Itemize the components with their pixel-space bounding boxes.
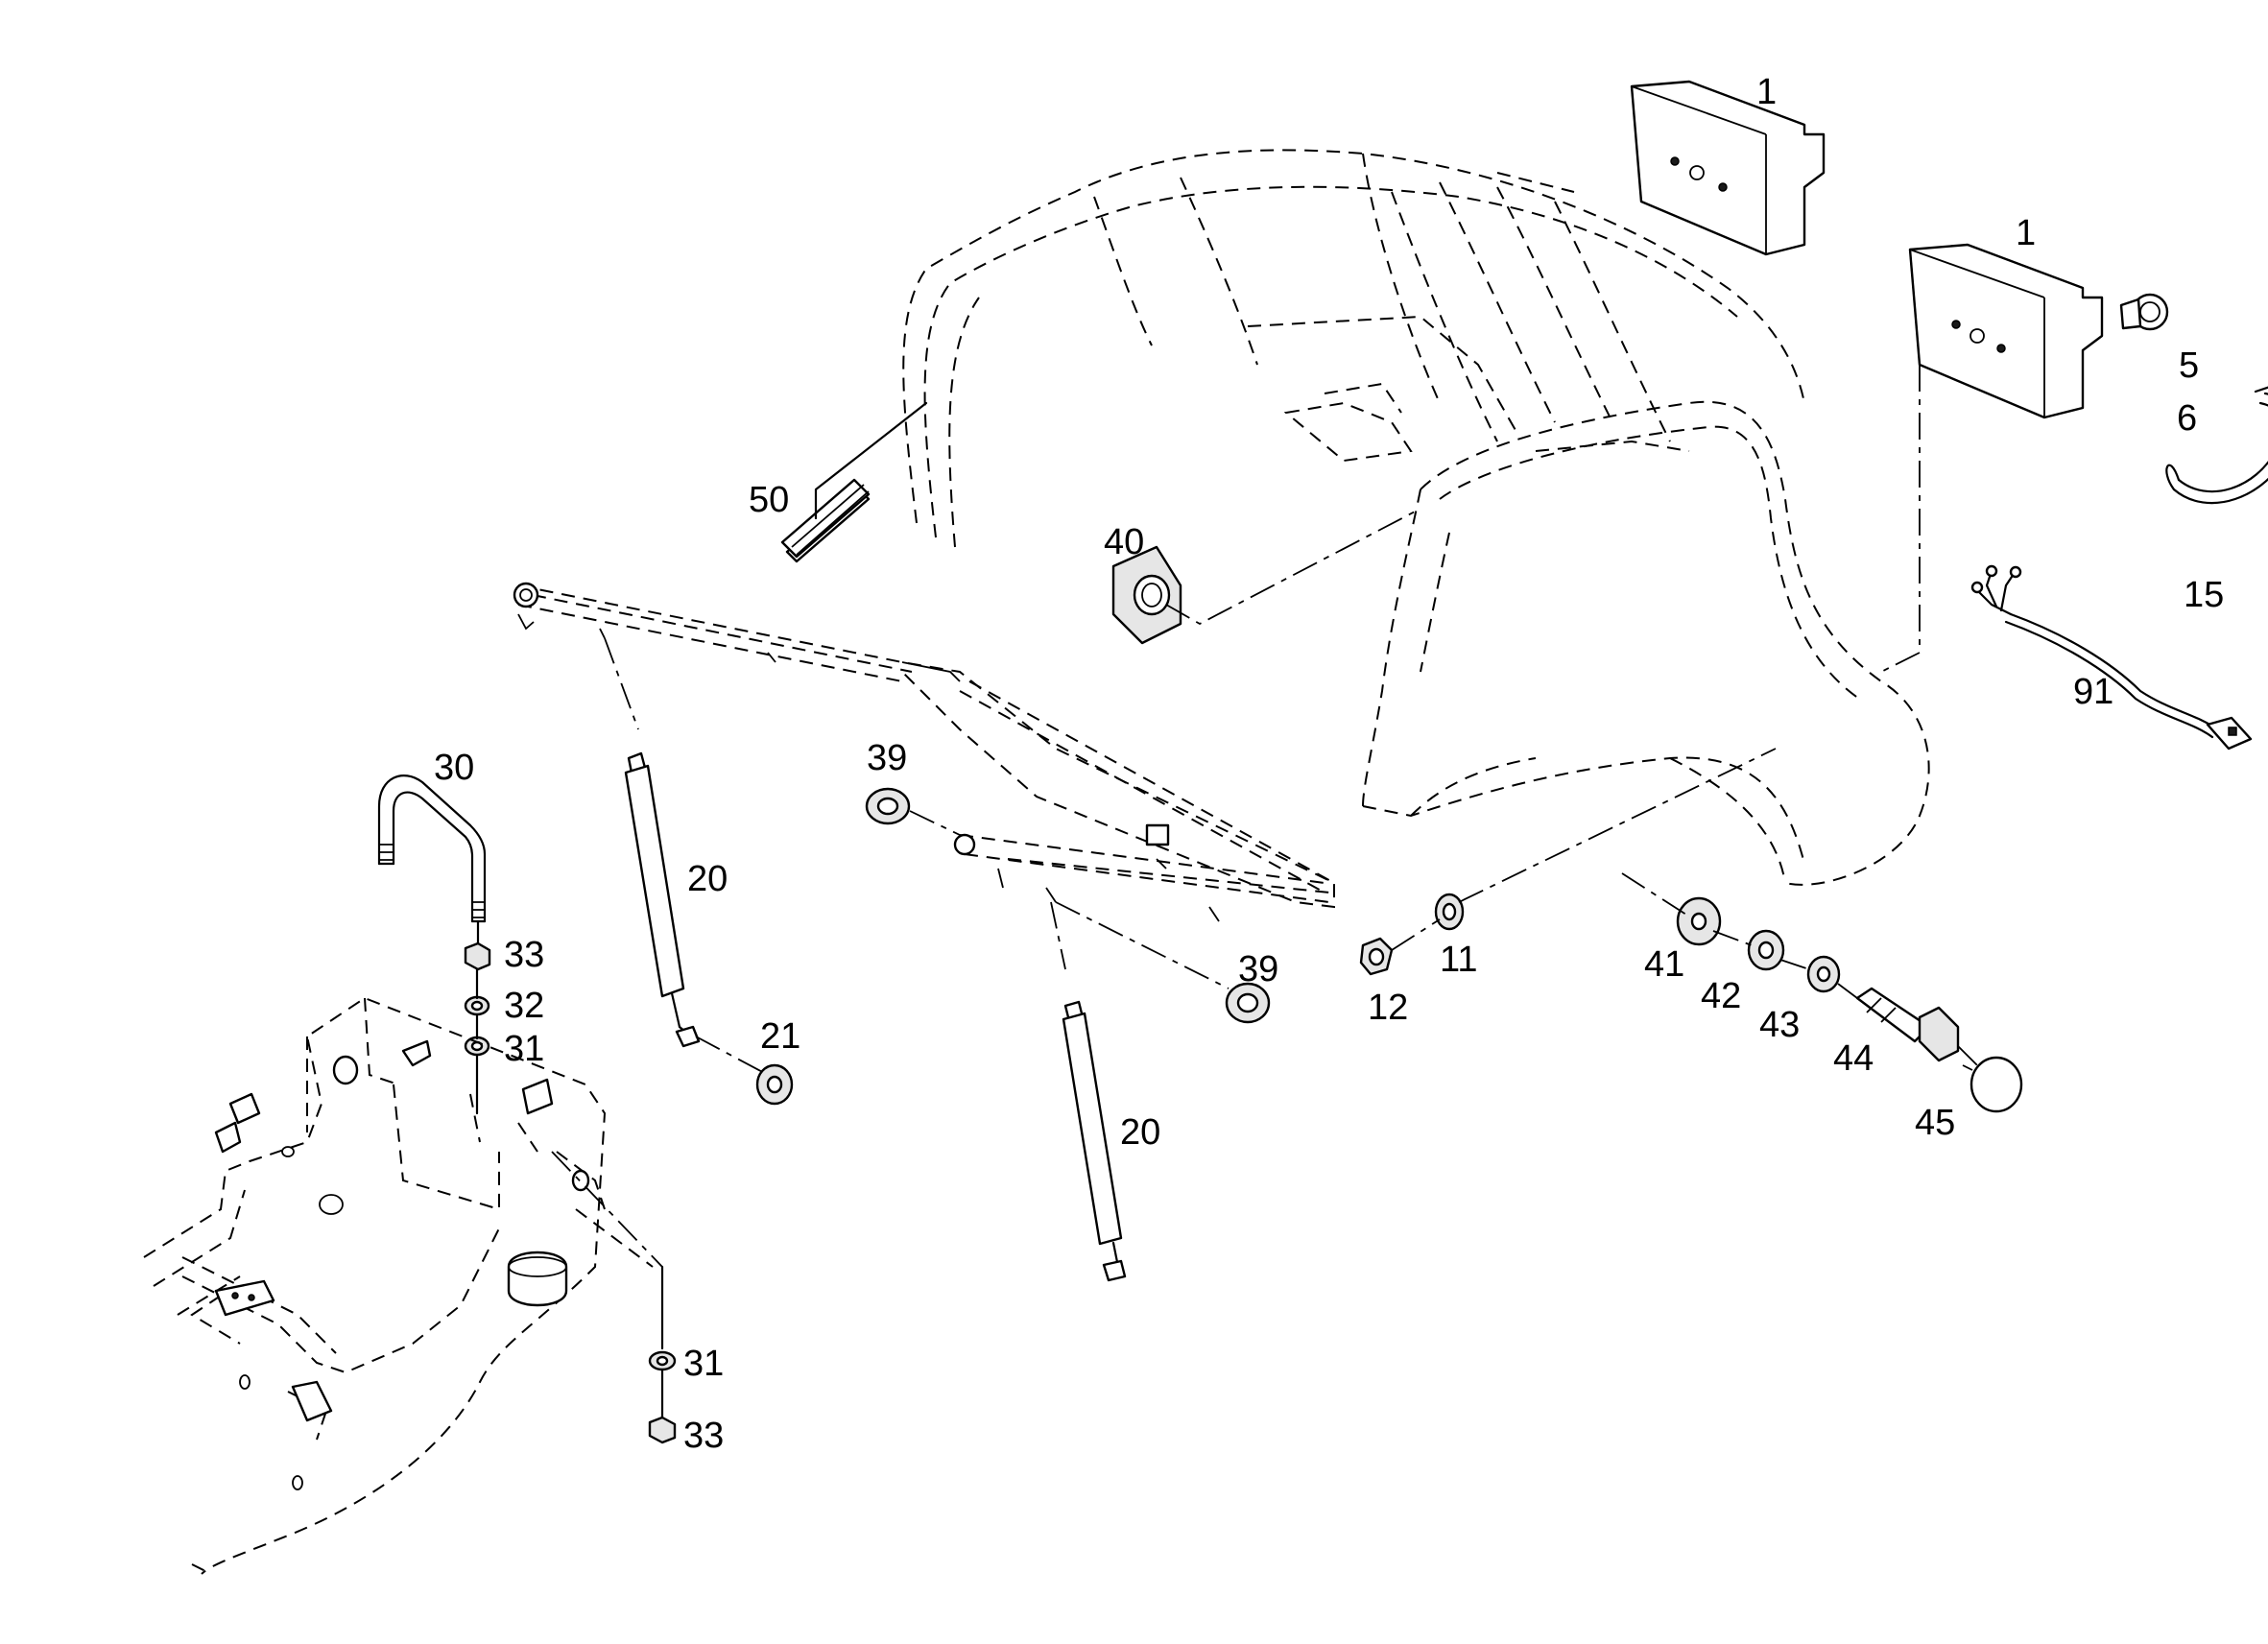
callout-45: 45 [1915,1103,1955,1143]
gas-strut-lower [1062,1000,1127,1282]
bushing-39-upper [865,787,961,836]
cable-harness [1970,564,2253,751]
tail-light-right [1880,243,2104,673]
washer-42 [1747,929,1785,971]
callout-42: 42 [1701,976,1741,1016]
gas-strut-upper [624,751,769,1076]
callout-5: 5 [2179,345,2199,386]
callout-50: 50 [749,480,789,520]
callout-6: 6 [2177,398,2197,439]
callout-12: 12 [1368,988,1408,1028]
callout-39-upper: 39 [867,738,907,778]
callout-43: 43 [1759,1005,1800,1045]
callout-30: 30 [434,748,474,788]
callout-44: 44 [1833,1038,1874,1079]
bolt-leader [1621,872,1978,1066]
nut-33-lower [648,1416,677,1444]
callout-41: 41 [1644,944,1684,985]
chassis-frame [143,996,663,1575]
rear-fender-body [902,149,1930,886]
washer-31-upper [464,1036,490,1057]
callout-32: 32 [504,986,544,1026]
callout-31-upper: 31 [504,1029,544,1069]
nut-12 [1359,918,1441,976]
callout-40: 40 [1104,522,1144,562]
mounting-plate [1111,508,1421,645]
callout-33-upper: 33 [504,935,544,975]
hose-clamp [2165,386,2268,505]
callout-20-upper: 20 [687,859,728,899]
bolt-44 [1855,987,1960,1062]
callout-1-right: 1 [2016,213,2036,253]
seal-strip [780,401,928,563]
callout-15: 15 [2184,575,2224,615]
nut-33-upper [464,941,491,971]
bulb [2119,293,2169,331]
callout-20-lower: 20 [1120,1112,1160,1153]
washer-21 [755,1063,794,1106]
washer-43 [1806,955,1841,993]
washer-31-lower [648,1350,677,1371]
washer-41 [1676,896,1722,946]
callout-33-lower: 33 [683,1416,724,1456]
cover-frame-upper [513,582,1335,909]
tail-light-left [1630,80,1826,256]
cap-45 [1962,1056,2023,1113]
callout-1-top: 1 [1756,72,1777,112]
callout-21: 21 [760,1016,800,1057]
callout-labels: 1 1 5 6 15 91 50 40 30 33 32 31 20 21 39… [434,72,2224,1456]
callout-91: 91 [2073,672,2113,712]
bushing-39-lower [1225,982,1271,1024]
callout-31-lower: 31 [683,1344,724,1384]
callout-39-lower: 39 [1238,949,1278,989]
washer-32 [464,995,490,1016]
cover-frame-lower [953,833,1330,989]
washer-11 [1434,748,1777,931]
u-bolt [377,774,487,947]
callout-11: 11 [1440,940,1477,980]
